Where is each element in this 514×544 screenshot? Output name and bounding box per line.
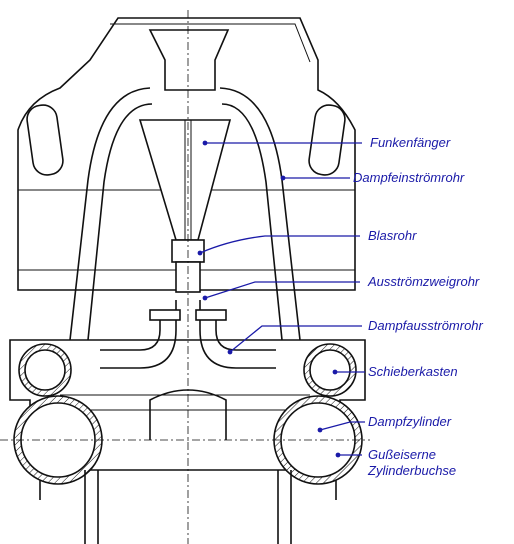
label-blasrohr: Blasrohr bbox=[368, 228, 417, 243]
exhaust-branch-pipes bbox=[100, 300, 177, 369]
label-zylinderbuchse-line1: Gußeiserne bbox=[368, 447, 436, 462]
chimney bbox=[148, 29, 230, 91]
smokebox-outline bbox=[17, 17, 356, 291]
label-schieberkasten: Schieberkasten bbox=[368, 364, 458, 379]
label-ausstroemzweigrohr: Ausströmzweigrohr bbox=[367, 274, 480, 289]
frame bbox=[39, 470, 337, 544]
label-dampfzylinder: Dampfzylinder bbox=[368, 414, 452, 429]
leader-lines bbox=[197, 140, 365, 458]
steam-inlet-pipe-left bbox=[69, 87, 151, 341]
labels: Funkenfänger Dampfeinströmrohr Blasrohr … bbox=[353, 135, 484, 478]
left-window bbox=[26, 104, 64, 176]
right-window bbox=[308, 104, 346, 176]
label-dampfausstroemrohr: Dampfausströmrohr bbox=[368, 318, 484, 333]
technical-drawing bbox=[0, 10, 370, 544]
label-dampfeinstroemrohr: Dampfeinströmrohr bbox=[353, 170, 465, 185]
label-funkenfaenger: Funkenfänger bbox=[370, 135, 451, 150]
label-zylinderbuchse-line2: Zylinderbuchse bbox=[367, 463, 456, 478]
steam-inlet-pipe-right bbox=[219, 87, 301, 341]
